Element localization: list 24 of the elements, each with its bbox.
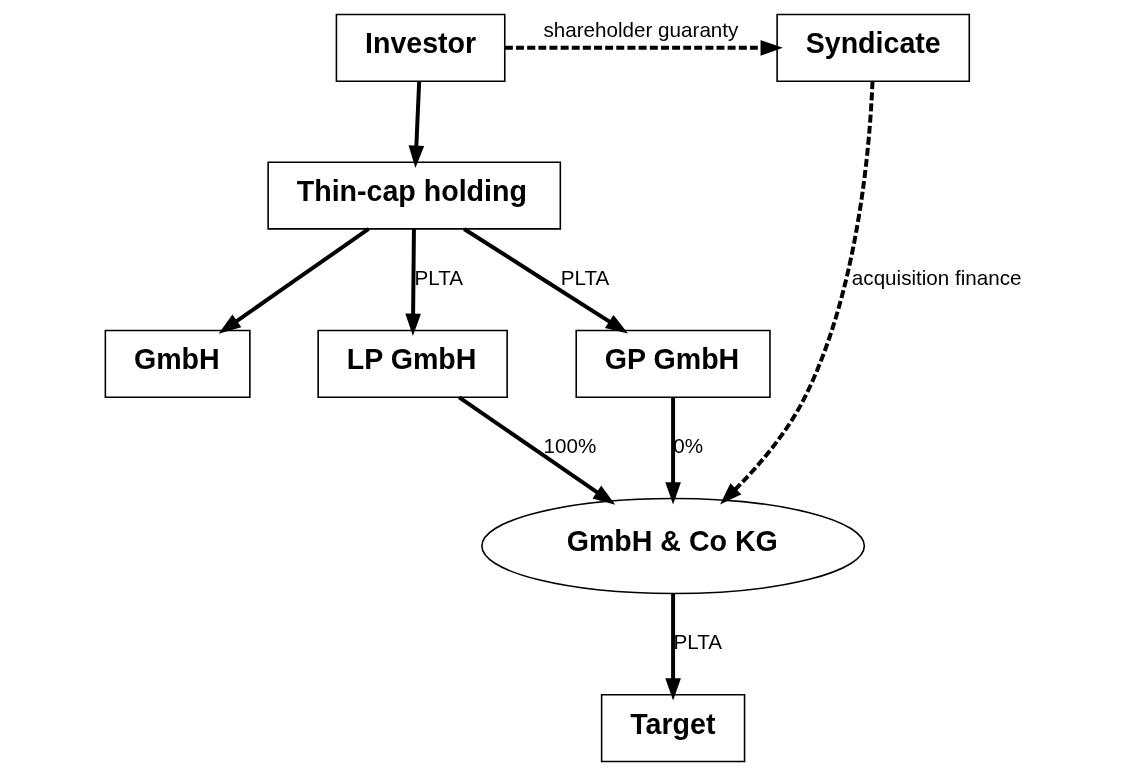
node-box: GP GmbH	[575, 329, 771, 398]
node-box: Target	[600, 694, 746, 763]
node-box: LP GmbH	[317, 329, 508, 398]
arrow	[408, 81, 425, 168]
edge-label: 100%	[543, 434, 597, 458]
node-box: Thin-cap holding	[267, 161, 562, 230]
node-box: Investor	[335, 13, 506, 82]
node-box: Syndicate	[776, 13, 971, 82]
node-ellipse: GmbH & Co KG	[481, 497, 866, 595]
arrow	[463, 227, 628, 334]
edge-label: PLTA	[414, 266, 464, 290]
arrow	[405, 228, 421, 336]
arrow	[665, 593, 681, 701]
arrow	[505, 40, 783, 56]
arrow	[720, 81, 875, 505]
edge-label: acquisition finance	[851, 266, 1022, 290]
edge-label: shareholder guaranty	[543, 18, 739, 42]
edge-label: PLTA	[560, 266, 610, 290]
arrow	[218, 227, 370, 334]
edge-label: PLTA	[673, 630, 722, 654]
edge-label: 0%	[673, 434, 704, 458]
arrow	[458, 395, 616, 505]
arrow	[665, 397, 681, 505]
node-box: GmbH	[104, 329, 251, 398]
